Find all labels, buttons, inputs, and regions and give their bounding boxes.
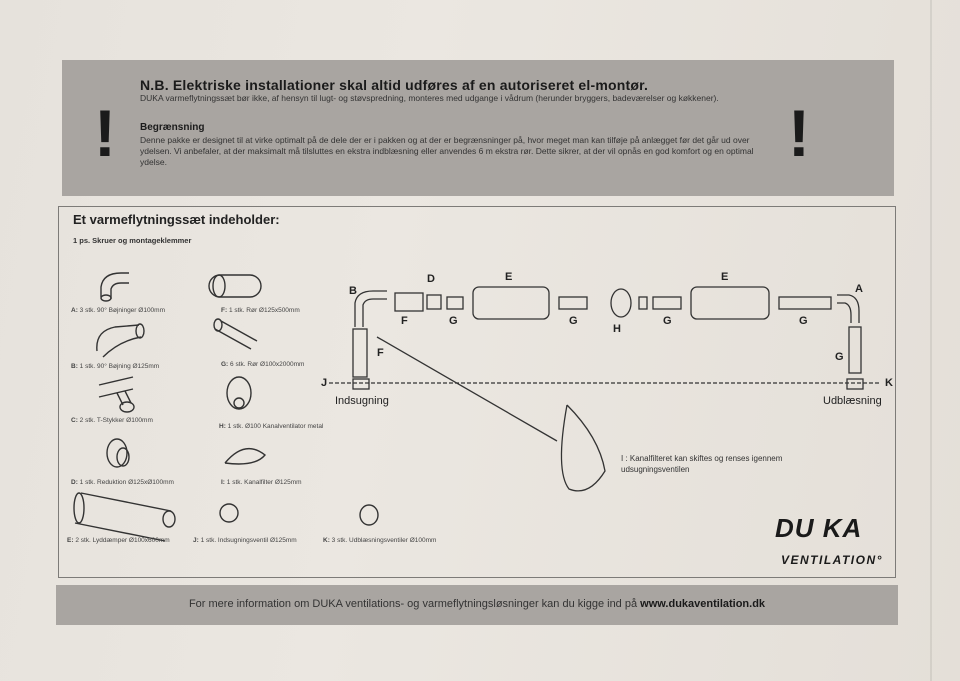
parts-and-duct-diagram	[73, 272, 881, 542]
pipe-g-2-icon	[558, 296, 588, 310]
fan-diagram-icon	[610, 288, 632, 318]
part-label-c: C: 2 stk. T-Stykker Ø100mm	[71, 417, 153, 424]
outlet-valve-icon	[359, 504, 379, 526]
outlet-vent-diagram-icon	[846, 378, 864, 390]
warning-band: ! ! N.B. Elektriske installationer skal …	[62, 60, 894, 196]
filter-diagram-icon	[560, 404, 606, 492]
part-label-d: D: 1 stk. Reduktion Ø125xØ100mm	[71, 479, 174, 486]
limitation-heading: Begrænsning	[140, 122, 205, 133]
website-link[interactable]: www.dukaventilation.dk	[640, 598, 766, 610]
screws-note: 1 ps. Skruer og montageklemmer	[73, 236, 192, 245]
exclamation-icon: !	[94, 96, 116, 170]
bend-a-diagram-icon	[837, 294, 860, 323]
logo-brand: DU KA	[775, 513, 863, 543]
part-label-h: H: 1 stk. Ø100 Kanalventilator metal	[219, 423, 324, 430]
bend-a-end-icon	[100, 294, 112, 302]
bend-b-end-icon	[135, 323, 145, 339]
bend-b-diagram-icon	[354, 290, 387, 327]
pipe-g-4-icon	[778, 296, 832, 310]
part-label-g: G: 6 stk. Rør Ø100x2000mm	[221, 361, 305, 368]
t-piece-icon	[98, 376, 134, 406]
pipe-g-3-icon	[652, 296, 682, 310]
outlet-label: Udblæsning	[823, 395, 882, 407]
intake-label: Indsugning	[335, 395, 389, 407]
warning-text: DUKA varmeflytningssæt bør ikke, af hens…	[140, 93, 719, 103]
diagram-label-f2: F	[377, 347, 384, 359]
diagram-label-e1: E	[505, 271, 513, 283]
part-label-b: B: 1 stk. 90° Bøjning Ø125mm	[71, 363, 160, 370]
part-label-a: A: 3 stk. 90° Bøjninger Ø100mm	[71, 307, 166, 314]
diagram-label-j: J	[321, 377, 328, 389]
diagram-label-g3: G	[663, 315, 672, 327]
part-label-k: K: 3 stk. Udblæsningsventiler Ø100mm	[323, 537, 437, 544]
logo-subtitle: VENTILATION°	[781, 553, 883, 567]
t-piece-end-icon	[119, 401, 135, 413]
footer-text: For mere information om DUKA ventilation…	[188, 598, 766, 610]
silencer-2-icon	[690, 286, 770, 320]
diagram-label-k: K	[885, 377, 893, 389]
fan-icon	[226, 376, 252, 410]
intake-valve-icon	[219, 503, 239, 523]
duka-logo: DU KA VENTILATION°	[775, 513, 881, 567]
pipe-f-horizontal-icon	[394, 292, 424, 312]
silencer-1-icon	[472, 286, 550, 320]
limitation-text: Denne pakke er designet til at virke opt…	[140, 135, 754, 167]
diagram-label-g1: G	[449, 315, 458, 327]
pipe-g-icon	[214, 320, 258, 350]
filter-leader-line	[376, 336, 558, 442]
diagram-label-g2: G	[569, 315, 578, 327]
diagram-label-e2: E	[721, 271, 729, 283]
intake-vent-diagram-icon	[352, 378, 370, 390]
reduction-diagram-icon	[426, 294, 442, 310]
bend-a-icon	[100, 272, 129, 299]
part-label-e: E: 2 stk. Lyddæmper Ø100x600mm	[67, 537, 170, 544]
pipe-f-icon	[208, 274, 262, 298]
paper-fold	[930, 0, 932, 681]
pipe-g-1-icon	[446, 296, 464, 310]
exclamation-icon: !	[788, 96, 810, 170]
diagram-label-g4: G	[799, 315, 808, 327]
part-label-i: I: 1 stk. Kanalfilter Ø125mm	[221, 479, 302, 486]
pipe-g-vertical-icon	[848, 326, 862, 374]
pipe-f-vertical-icon	[352, 328, 368, 378]
filter-icon	[224, 447, 266, 465]
part-label-j: J: 1 stk. Indsugningsventil Ø125mm	[193, 537, 297, 544]
diagram-label-h: H	[613, 323, 621, 335]
contents-title: Et varmeflytningssæt indeholder:	[73, 212, 280, 227]
diagram-label-a: A	[855, 283, 863, 295]
silencer-icon	[74, 492, 172, 542]
diagram-label-f1: F	[401, 315, 408, 327]
part-label-f: F: 1 stk. Rør Ø125x500mm	[221, 307, 300, 314]
diagram-label-b: B	[349, 285, 357, 297]
contents-panel: Et varmeflytningssæt indeholder: 1 ps. S…	[58, 206, 896, 578]
diagram-label-g5: G	[835, 351, 844, 363]
diagram-label-d: D	[427, 273, 435, 285]
reduction-icon	[106, 438, 128, 468]
warning-title: N.B. Elektriske installationer skal alti…	[140, 77, 649, 93]
filter-note: I : Kanalfilteret kan skiftes og renses …	[621, 454, 783, 474]
bend-b-icon	[96, 324, 142, 358]
footer-band: For mere information om DUKA ventilation…	[56, 585, 898, 625]
